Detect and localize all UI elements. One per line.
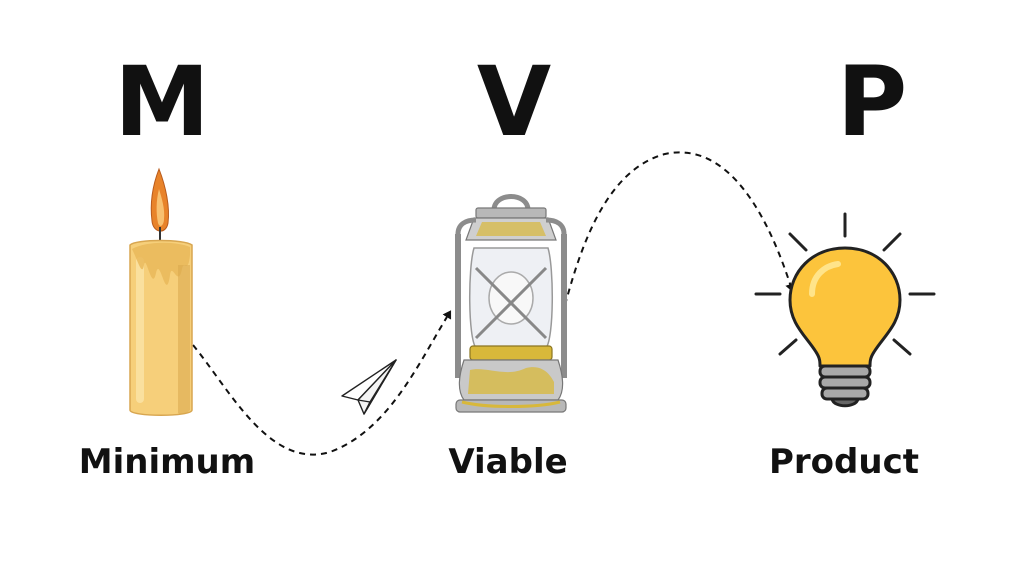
label-product: Product — [769, 442, 919, 482]
label-minimum: Minimum — [78, 442, 256, 482]
lightbulb-icon — [754, 212, 936, 408]
dashed-path-v-to-p — [564, 151, 795, 306]
lantern-icon — [455, 194, 567, 413]
paper-plane-icon — [341, 359, 397, 415]
letter-m: M — [114, 46, 210, 158]
label-viable: Viable — [448, 442, 568, 482]
letter-v: V — [476, 46, 552, 158]
letter-p: P — [836, 46, 908, 158]
dashed-path-m-to-v — [192, 310, 452, 456]
candle-icon — [129, 167, 193, 416]
